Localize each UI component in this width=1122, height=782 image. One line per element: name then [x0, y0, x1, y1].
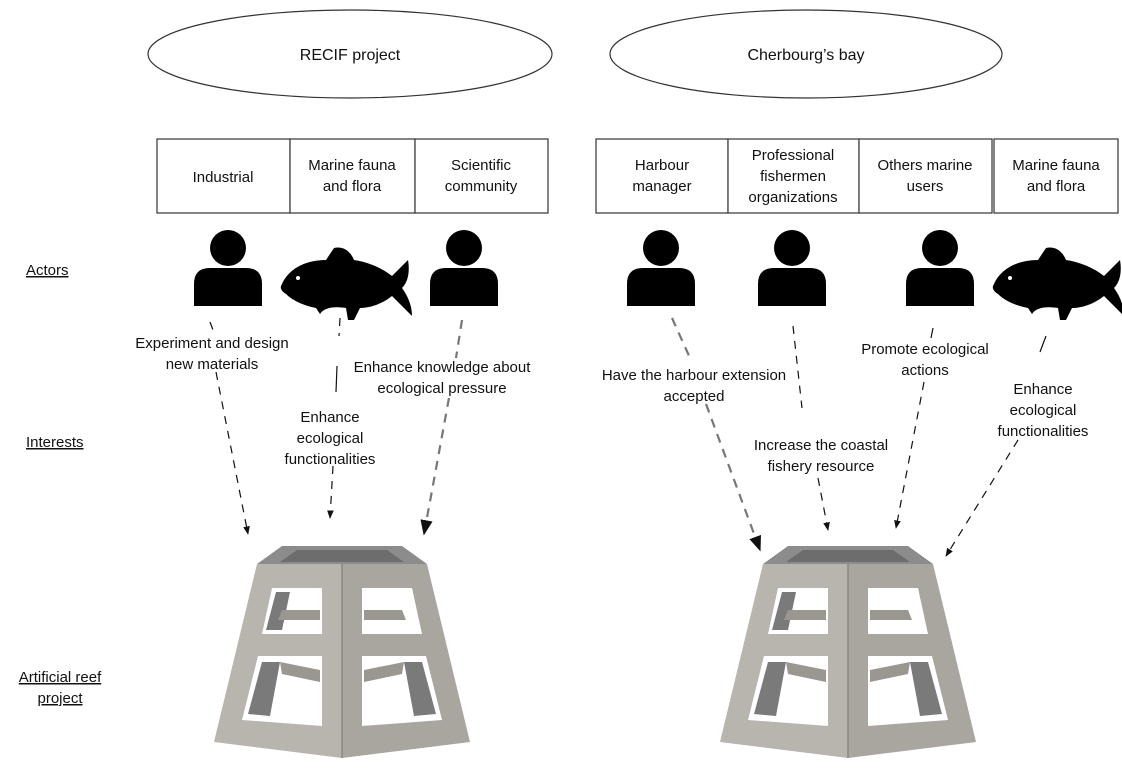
- category-marine-fauna-2-line1: Marine fauna: [1012, 157, 1100, 174]
- cherbourg-actors: [627, 230, 1122, 320]
- category-harbour-box: [595, 138, 729, 214]
- recif-project-group: RECIF project Industrial Marine fauna an…: [135, 9, 553, 759]
- arrow-marine-users: [894, 381, 925, 529]
- interest-promote-line1: Promote ecological: [861, 341, 989, 358]
- category-others-line1: Others marine: [877, 157, 972, 174]
- interest-fishery-line1: Increase the coastal: [754, 437, 888, 454]
- harbour-person-icon: [627, 230, 695, 306]
- row-label-actors: Actors: [26, 262, 69, 279]
- category-marine-fauna-2-box: [993, 138, 1119, 214]
- row-label-reef-line2: project: [37, 690, 83, 707]
- category-scientific-label-line2: community: [445, 178, 518, 195]
- category-marine-fauna-label-line1: Marine fauna: [308, 157, 396, 174]
- arrow-scientific: [420, 397, 451, 536]
- cherbourg-bay-group: Cherbourg’s bay Harbour manager Professi…: [595, 9, 1122, 759]
- interest-knowledge-line1: Enhance knowledge about: [354, 359, 532, 376]
- marine-users-person-icon: [906, 230, 974, 306]
- category-harbour-line1: Harbour: [635, 157, 689, 174]
- row-label-interests: Interests: [26, 434, 84, 451]
- interest-enhance-eco-line3: functionalities: [285, 451, 376, 468]
- arrow-marine-fauna: [327, 465, 334, 519]
- recif-project-ellipse: [147, 9, 553, 99]
- interest-enhance-eco-2-line1: Enhance: [1013, 381, 1072, 398]
- recif-interests: Experiment and design new materials Enha…: [135, 335, 531, 468]
- arrow-fishermen: [817, 477, 830, 531]
- arrow-harbour: [704, 403, 762, 552]
- recif-categories: Industrial Marine fauna and flora Scient…: [156, 138, 549, 214]
- interest-experiment-line1: Experiment and design: [135, 335, 288, 352]
- cherbourg-categories: Harbour manager Professional fishermen o…: [595, 138, 1119, 214]
- row-label-reef-line1: Artificial reef: [19, 669, 102, 686]
- category-fishermen-line1: Professional: [752, 147, 835, 164]
- interest-enhance-eco-line1: Enhance: [300, 409, 359, 426]
- industrial-person-icon: [194, 230, 262, 306]
- category-scientific-box: [414, 138, 549, 214]
- recif-interest-arrows: [209, 317, 464, 536]
- row-labels: Actors Interests Artificial reef project: [19, 262, 102, 707]
- interest-fishery-line2: fishery resource: [768, 458, 875, 475]
- interest-enhance-eco-2-line3: functionalities: [998, 423, 1089, 440]
- fish-icon: [992, 247, 1122, 320]
- category-industrial-box: [156, 138, 291, 214]
- interest-enhance-eco-2-line2: ecological: [1010, 402, 1077, 419]
- arrow-industrial: [215, 371, 250, 535]
- arrow-marine-fauna-2: [945, 439, 1019, 557]
- cherbourg-bay-title: Cherbourg’s bay: [747, 47, 864, 64]
- fish-icon: [280, 247, 412, 320]
- cherbourg-interest-arrows: [670, 317, 1047, 557]
- category-others-line2: users: [907, 178, 944, 195]
- scientist-person-icon: [430, 230, 498, 306]
- interest-knowledge-line2: ecological pressure: [377, 380, 506, 397]
- cherbourg-interests: Have the harbour extension accepted Incr…: [602, 341, 1089, 475]
- interest-enhance-eco-line2: ecological: [297, 430, 364, 447]
- category-scientific-label-line1: Scientific: [451, 157, 512, 174]
- recif-artificial-reef: [213, 545, 471, 759]
- cherbourg-bay-ellipse: [609, 9, 1003, 99]
- category-harbour-line2: manager: [632, 178, 691, 195]
- category-industrial-label: Industrial: [193, 169, 254, 186]
- category-marine-fauna-box: [289, 138, 416, 214]
- cherbourg-artificial-reef: [719, 545, 977, 759]
- fishermen-person-icon: [758, 230, 826, 306]
- interest-experiment-line2: new materials: [166, 356, 259, 373]
- category-fishermen-line2: fishermen: [760, 168, 826, 185]
- recif-project-title: RECIF project: [300, 47, 401, 64]
- interest-harbour-line2: accepted: [664, 388, 725, 405]
- category-fishermen-line3: organizations: [748, 189, 837, 206]
- category-fishermen-box: [727, 138, 860, 214]
- category-marine-fauna-2-line2: and flora: [1027, 178, 1086, 195]
- category-others-box: [858, 138, 993, 214]
- category-marine-fauna-label-line2: and flora: [323, 178, 382, 195]
- interest-promote-line2: actions: [901, 362, 949, 379]
- recif-actors: [194, 230, 498, 320]
- interest-harbour-line1: Have the harbour extension: [602, 367, 786, 384]
